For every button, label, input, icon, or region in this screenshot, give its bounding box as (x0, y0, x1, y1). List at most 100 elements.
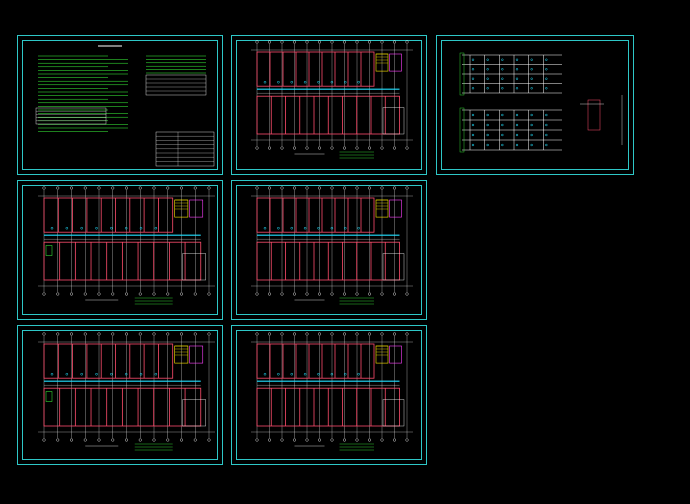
grid-bubble (179, 332, 183, 336)
stair-block (174, 199, 189, 218)
annex-outline (382, 399, 405, 427)
valve-symbol (515, 58, 519, 61)
grid-bubble (330, 292, 334, 296)
valve-symbol (545, 77, 548, 80)
wall-outline (256, 343, 375, 379)
pipe-riser (290, 372, 293, 376)
grid-bubble (330, 186, 334, 190)
grid-bubble (343, 438, 347, 442)
grid-bubble (318, 332, 322, 336)
grid-bubble (355, 146, 359, 150)
grid-bubble (42, 438, 46, 442)
valve-symbol (471, 87, 475, 90)
valve-symbol (545, 123, 548, 127)
grid-bubble (343, 186, 347, 190)
grid-bubble (268, 40, 272, 44)
grid-bubble (111, 186, 115, 190)
grid-bubble (305, 40, 309, 44)
valve-symbol (471, 77, 475, 80)
sheet-plan-1[interactable] (231, 35, 427, 175)
spec-table (35, 107, 107, 125)
valve-symbol (501, 87, 504, 90)
pipe-riser (95, 226, 98, 230)
sheet-plan-3[interactable] (231, 180, 427, 320)
sheet-plan-5[interactable] (231, 325, 427, 465)
pipe-riser (330, 372, 334, 376)
grid-bubble (83, 186, 87, 190)
grid-bubble (56, 332, 60, 336)
valve-symbol (501, 77, 504, 80)
pipe-riser (357, 372, 360, 376)
valve-symbol (530, 133, 533, 137)
grid-bubble (355, 332, 359, 336)
valve-symbol (471, 143, 475, 147)
pipe-riser (124, 226, 128, 230)
pipe-riser (154, 226, 158, 230)
sheet-sections[interactable] (436, 35, 634, 175)
valve-symbol (501, 68, 504, 71)
grid-bubble (293, 292, 297, 296)
grid-bubble (97, 332, 101, 336)
grid-bubble (69, 186, 73, 190)
grid-bubble (193, 292, 197, 296)
valve-symbol (515, 68, 519, 71)
sheet-border (22, 40, 218, 170)
grid-bubble (305, 438, 309, 442)
pipe-riser (277, 372, 280, 376)
grid-bubble (280, 332, 284, 336)
valve-symbol (545, 113, 548, 117)
wall-outline (256, 197, 375, 233)
grid-bubble (268, 292, 272, 296)
valve-symbol (501, 143, 504, 147)
wall-outline (43, 197, 174, 233)
sheet-plan-2[interactable] (17, 180, 223, 320)
sheet-border (236, 40, 422, 170)
pipe-riser (110, 226, 113, 230)
grid-bubble (255, 146, 259, 150)
toilet-block (389, 199, 402, 218)
grid-bubble (405, 186, 409, 190)
grid-bubble (42, 332, 46, 336)
grid-bubble (166, 186, 170, 190)
pipe-riser (263, 80, 267, 84)
grid-bubble (305, 146, 309, 150)
grid-bubble (368, 438, 372, 442)
grid-bubble (124, 438, 128, 442)
grid-bubble (207, 332, 211, 336)
valve-symbol (515, 143, 519, 147)
toilet-block (389, 53, 402, 72)
pipe-riser (154, 372, 158, 376)
marker-box (45, 391, 53, 402)
toilet-block (189, 345, 204, 364)
grid-bubble (343, 40, 347, 44)
grid-bubble (293, 186, 297, 190)
sheet-notes[interactable] (17, 35, 223, 175)
pipe-riser (344, 372, 347, 376)
valve-symbol (486, 133, 489, 137)
valve-symbol (530, 123, 533, 127)
grid-bubble (330, 332, 334, 336)
grid-bubble (405, 292, 409, 296)
valve-symbol (486, 68, 489, 71)
wall-outline (43, 343, 174, 379)
pipe-riser (357, 80, 360, 84)
valve-symbol (501, 133, 504, 137)
annex-outline (382, 253, 405, 281)
sheet-plan-4[interactable] (17, 325, 223, 465)
grid-bubble (193, 438, 197, 442)
grid-bubble (97, 186, 101, 190)
grid-bubble (380, 438, 384, 442)
marker-box (459, 52, 465, 96)
grid-bubble (111, 438, 115, 442)
grid-bubble (368, 292, 372, 296)
grid-bubble (152, 186, 156, 190)
grid-bubble (152, 292, 156, 296)
wall-outline (256, 51, 375, 87)
grid-bubble (343, 292, 347, 296)
grid-bubble (97, 438, 101, 442)
grid-bubble (368, 146, 372, 150)
grid-bubble (268, 186, 272, 190)
grid-bubble (355, 438, 359, 442)
valve-symbol (530, 77, 533, 80)
sheet-border (22, 330, 218, 460)
